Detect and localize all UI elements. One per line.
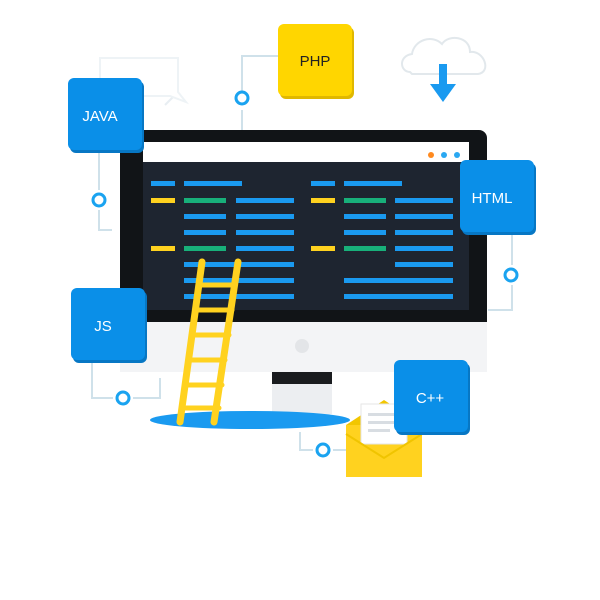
floor-puddle [150, 411, 350, 429]
code-line [184, 230, 226, 235]
monitor-power-dot [295, 339, 309, 353]
code-lines-right [311, 181, 453, 299]
screen-panel [143, 142, 469, 310]
code-line [395, 262, 453, 267]
code-line [344, 214, 386, 219]
code-line [311, 198, 335, 203]
code-line [344, 246, 386, 251]
php-label: PHP [300, 53, 331, 70]
code-line [395, 230, 453, 235]
code-line [395, 198, 453, 203]
php-tile: PHP [278, 24, 354, 99]
code-line [184, 198, 226, 203]
code-line [184, 294, 294, 299]
code-line [344, 181, 402, 186]
window-dot-blue [441, 152, 447, 158]
code-line [236, 230, 294, 235]
cloud-download-icon [401, 36, 487, 102]
code-line [236, 246, 294, 251]
code-line [344, 230, 386, 235]
code-line [344, 294, 453, 299]
connector-node [115, 390, 131, 406]
code-line [151, 198, 175, 203]
code-line [151, 181, 175, 186]
window-dot-blue [454, 152, 460, 158]
html-label: HTML [472, 190, 513, 207]
connector-nodes [91, 90, 519, 458]
code-line [344, 198, 386, 203]
connector-node [234, 90, 250, 106]
html-tile: HTML [460, 160, 536, 235]
cpp-tile: C++ [394, 360, 470, 435]
code-line [344, 278, 453, 283]
code-line [151, 246, 175, 251]
code-line [184, 214, 226, 219]
screen [143, 142, 469, 310]
js-tile: JS [71, 288, 147, 363]
code-line [236, 198, 294, 203]
js-label: JS [94, 318, 112, 335]
code-line [311, 246, 335, 251]
connector-node [503, 267, 519, 283]
java-label: JAVA [82, 108, 117, 125]
window-dot-orange [428, 152, 434, 158]
connector-node [91, 192, 107, 208]
code-line [184, 246, 226, 251]
ladder-icon [176, 258, 242, 426]
code-line [395, 214, 453, 219]
code-line [184, 278, 294, 283]
connector-node [315, 442, 331, 458]
monitor-stand-shadow [272, 372, 332, 384]
code-line [311, 181, 335, 186]
cpp-label: C++ [416, 390, 445, 407]
code-line [395, 246, 453, 251]
code-line [184, 181, 242, 186]
java-tile: JAVA [68, 78, 144, 153]
code-line [236, 214, 294, 219]
window-titlebar [143, 142, 469, 162]
